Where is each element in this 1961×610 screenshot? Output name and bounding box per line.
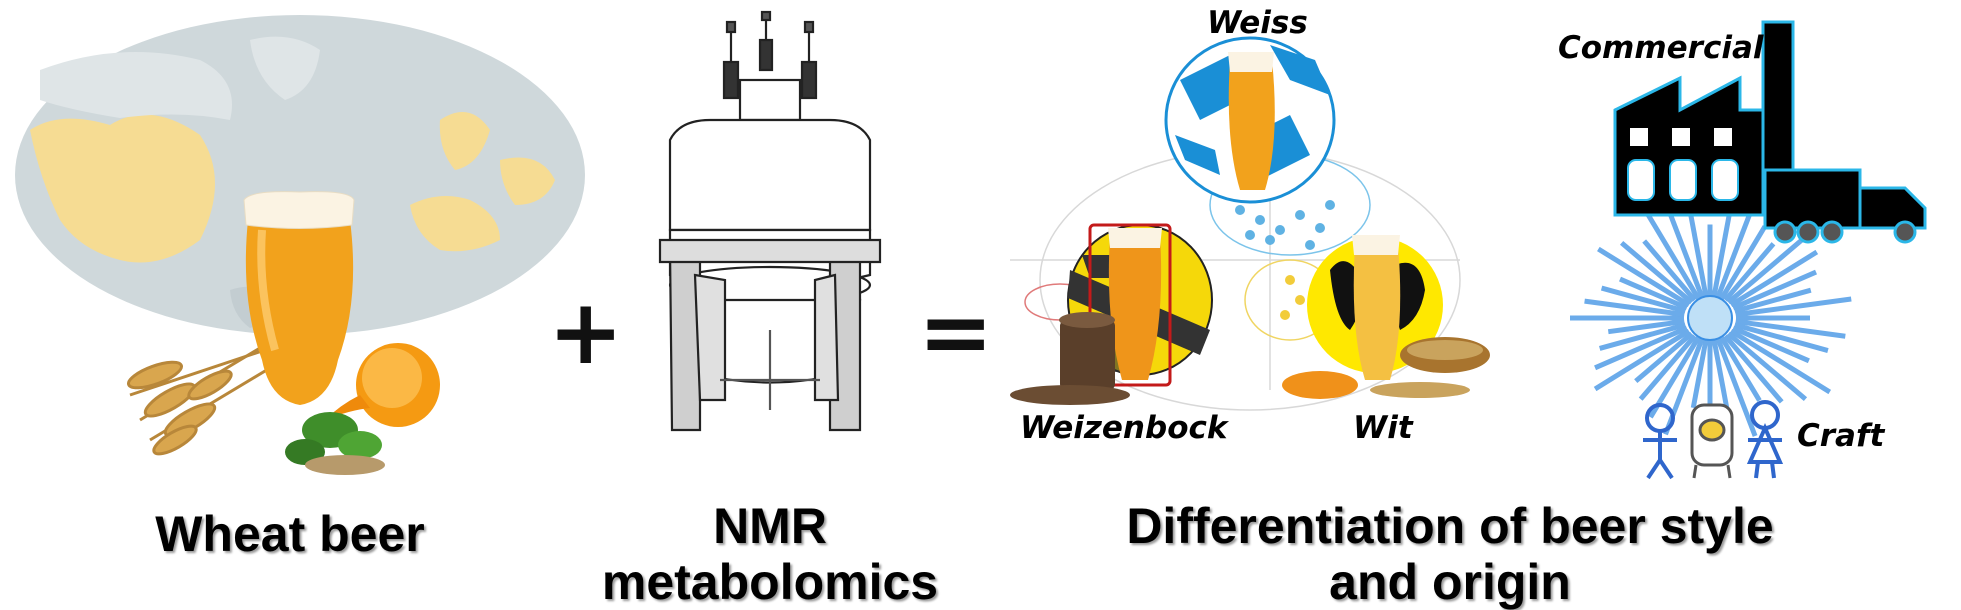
radial-bar	[1734, 287, 1812, 314]
radial-bar	[1640, 203, 1701, 300]
nmr-caption-line2: metabolomics	[601, 554, 939, 610]
differentiation-caption-line2: and origin	[1329, 554, 1571, 610]
differentiation-caption: Differentiation of beer style and origin	[1120, 498, 1780, 610]
radial-bar	[1715, 338, 1758, 437]
radial-bar	[1594, 325, 1688, 371]
beer-glass-icon	[1108, 235, 1162, 380]
radial-bar	[1599, 322, 1686, 351]
radial-bar	[1729, 328, 1832, 395]
commercial-label: Commercial	[1558, 30, 1764, 66]
radial-bar	[1715, 208, 1754, 298]
fermenter-icon	[1627, 159, 1739, 201]
nmr-caption-line1: NMR	[713, 498, 827, 554]
radial-bar	[1619, 276, 1688, 311]
person-icon	[1643, 403, 1677, 480]
radial-bar	[1732, 325, 1810, 364]
radial-bar	[1729, 249, 1819, 308]
orange-icon	[325, 343, 440, 427]
world-map-icon	[15, 15, 585, 335]
radial-bar	[1584, 298, 1685, 318]
beer-glass-icon	[1228, 60, 1275, 190]
radial-bar	[1734, 322, 1829, 353]
radial-bar	[1638, 334, 1697, 401]
radial-bar	[1600, 285, 1686, 314]
person-icon	[1746, 400, 1784, 479]
radial-bar	[1723, 242, 1776, 302]
radial-bar	[1690, 339, 1709, 409]
radial-bar	[1619, 240, 1694, 305]
radial-bar	[1607, 318, 1685, 335]
nmr-metabolomics-caption: NMR metabolomics	[590, 498, 950, 610]
equals-sign: =	[918, 280, 994, 385]
beer-glass-icon	[243, 191, 355, 405]
radial-bar	[1719, 225, 1768, 300]
radial-bar-plot	[1570, 194, 1852, 437]
weiss-badge	[1164, 36, 1336, 204]
radial-bar	[1719, 336, 1762, 402]
wheat-beer-caption: Wheat beer	[155, 506, 425, 562]
differentiation-caption-line1: Differentiation of beer style	[1126, 498, 1774, 554]
radial-bar	[1688, 214, 1709, 297]
radial-bar	[1634, 331, 1694, 384]
craft-label: Craft	[1797, 418, 1885, 454]
truck-icon	[1763, 168, 1927, 244]
radial-bar	[1735, 318, 1846, 339]
radial-bar	[1723, 334, 1784, 404]
weizenbock-badge	[1010, 223, 1213, 405]
weizenbock-label: Weizenbock	[1020, 410, 1228, 446]
radial-bar	[1726, 331, 1808, 402]
radial-bar	[1735, 296, 1852, 318]
radial-bar	[1726, 228, 1815, 305]
weiss-label: Weiss	[1207, 5, 1308, 41]
plus-sign: +	[548, 280, 624, 385]
wit-label: Wit	[1353, 410, 1413, 446]
coriander-icon	[285, 412, 385, 475]
beer-glass-icon	[1353, 245, 1401, 380]
orange-icon	[1282, 371, 1358, 399]
radial-bar	[1642, 239, 1697, 302]
radial-bar	[1732, 269, 1818, 311]
radial-bar	[1597, 246, 1691, 308]
radial-bar	[1665, 207, 1705, 298]
wit-badge	[1282, 235, 1490, 399]
fermenter-icon	[1690, 403, 1734, 479]
radial-bar	[1593, 328, 1691, 392]
